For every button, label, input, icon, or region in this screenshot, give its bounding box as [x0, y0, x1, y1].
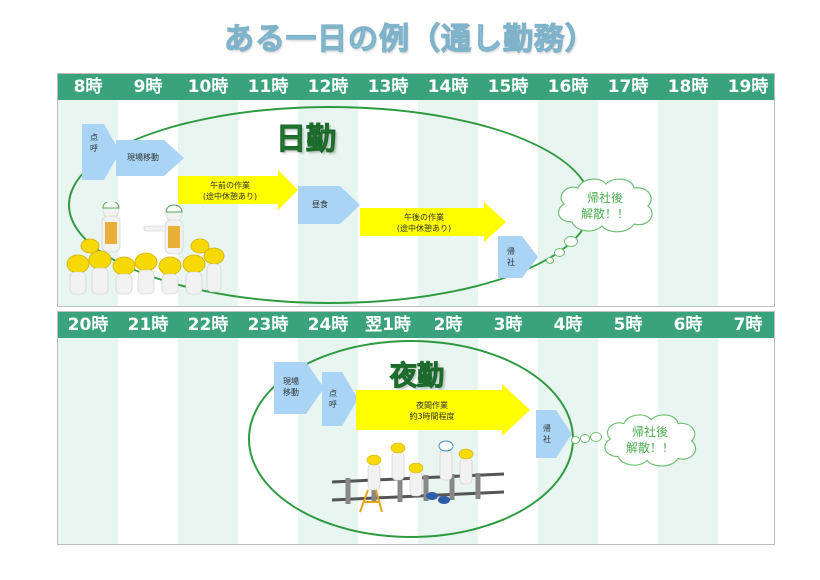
night-hour-label: 22時 [187, 315, 229, 335]
night-travel-arrow: 現場 移動 [274, 362, 324, 414]
morning-work-label: 午前の作業 (途中休憩あり) [202, 181, 258, 201]
night-hour-label: 23時 [247, 315, 289, 335]
travel-arrow: 現場移動 [116, 140, 184, 176]
night-shift-panel: 20時 21時 22時 23時 24時 翌1時 2時 3時 4時 5時 6時 7… [57, 311, 775, 545]
night-return-label: 帰 社 [543, 424, 551, 444]
dismiss-text: 帰社後 解散！！ [580, 191, 629, 221]
dismiss-cloud: 帰社後 解散！！ [550, 174, 660, 238]
thought-bubble [546, 257, 554, 264]
night-hour-label: 4時 [553, 315, 583, 335]
hour-column [658, 100, 718, 306]
hour-column [58, 338, 118, 544]
night-dismiss-cloud: 帰社後 解散！！ [594, 410, 706, 472]
day-hour-label: 12時 [307, 77, 349, 97]
night-hour-label: 20時 [67, 315, 109, 335]
thought-bubble [590, 432, 602, 442]
workers-illustration [66, 202, 225, 295]
night-hour-label: 3時 [493, 315, 523, 335]
morning-work-arrow: 午前の作業 (途中休憩あり) [178, 170, 298, 210]
day-hour-header: 8時 9時 10時 11時 12時 13時 14時 15時 16時 17時 18… [58, 74, 774, 100]
day-hour-label: 10時 [187, 77, 229, 97]
day-hour-label: 17時 [607, 77, 649, 97]
night-work-arrow: 夜間作業 約3時間程度 [356, 384, 530, 436]
roll-call-label: 点 呼 [90, 133, 98, 153]
day-shift-label: 日勤 [276, 122, 337, 158]
night-hour-label: 7時 [733, 315, 763, 335]
lunch-label: 昼食 [312, 200, 328, 209]
day-hour-label: 8時 [73, 77, 103, 97]
thought-bubble [580, 434, 590, 443]
night-hour-label: 5時 [613, 315, 643, 335]
hour-column [178, 338, 238, 544]
night-hour-label: 2時 [433, 315, 463, 335]
page-title: ある一日の例（通し勤務） [223, 21, 596, 57]
night-hour-label: 24時 [307, 315, 349, 335]
thought-bubble [554, 248, 565, 257]
day-hour-label: 14時 [427, 77, 469, 97]
night-hour-label: 翌1時 [365, 315, 411, 335]
lunch-arrow: 昼食 [298, 186, 360, 224]
return-arrow: 帰 社 [498, 236, 538, 278]
day-shift-panel: 8時 9時 10時 11時 12時 13時 14時 15時 16時 17時 18… [57, 73, 775, 307]
night-hour-label: 21時 [127, 315, 169, 335]
travel-label: 現場移動 [127, 153, 159, 162]
night-hour-label: 6時 [673, 315, 703, 335]
night-roll-call-arrow: 点 呼 [322, 372, 358, 426]
day-hour-label: 19時 [727, 77, 769, 97]
night-shift-label: 夜勤 [390, 361, 445, 393]
night-dismiss-text: 帰社後 解散！！ [625, 425, 674, 455]
afternoon-work-label: 午後の作業 (途中休憩あり) [396, 213, 452, 233]
roll-call-arrow: 点 呼 [82, 124, 120, 180]
day-hour-label: 11時 [247, 77, 289, 97]
night-return-arrow: 帰 社 [536, 410, 572, 458]
afternoon-work-arrow: 午後の作業 (途中休憩あり) [360, 202, 506, 242]
day-hour-label: 18時 [667, 77, 709, 97]
day-hour-label: 16時 [547, 77, 589, 97]
day-hour-label: 9時 [133, 77, 163, 97]
night-travel-label: 現場 移動 [283, 377, 299, 397]
day-hour-label: 13時 [367, 77, 409, 97]
day-hour-label: 15時 [487, 77, 529, 97]
thought-bubble [571, 436, 580, 444]
night-roll-call-label: 点 呼 [329, 389, 337, 409]
night-work-label: 夜間作業 約3時間程度 [409, 401, 455, 421]
rail-workers-illustration [331, 440, 505, 513]
return-label: 帰 社 [507, 247, 515, 267]
night-hour-header: 20時 21時 22時 23時 24時 翌1時 2時 3時 4時 5時 6時 7… [58, 312, 774, 338]
thought-bubble [564, 236, 578, 247]
